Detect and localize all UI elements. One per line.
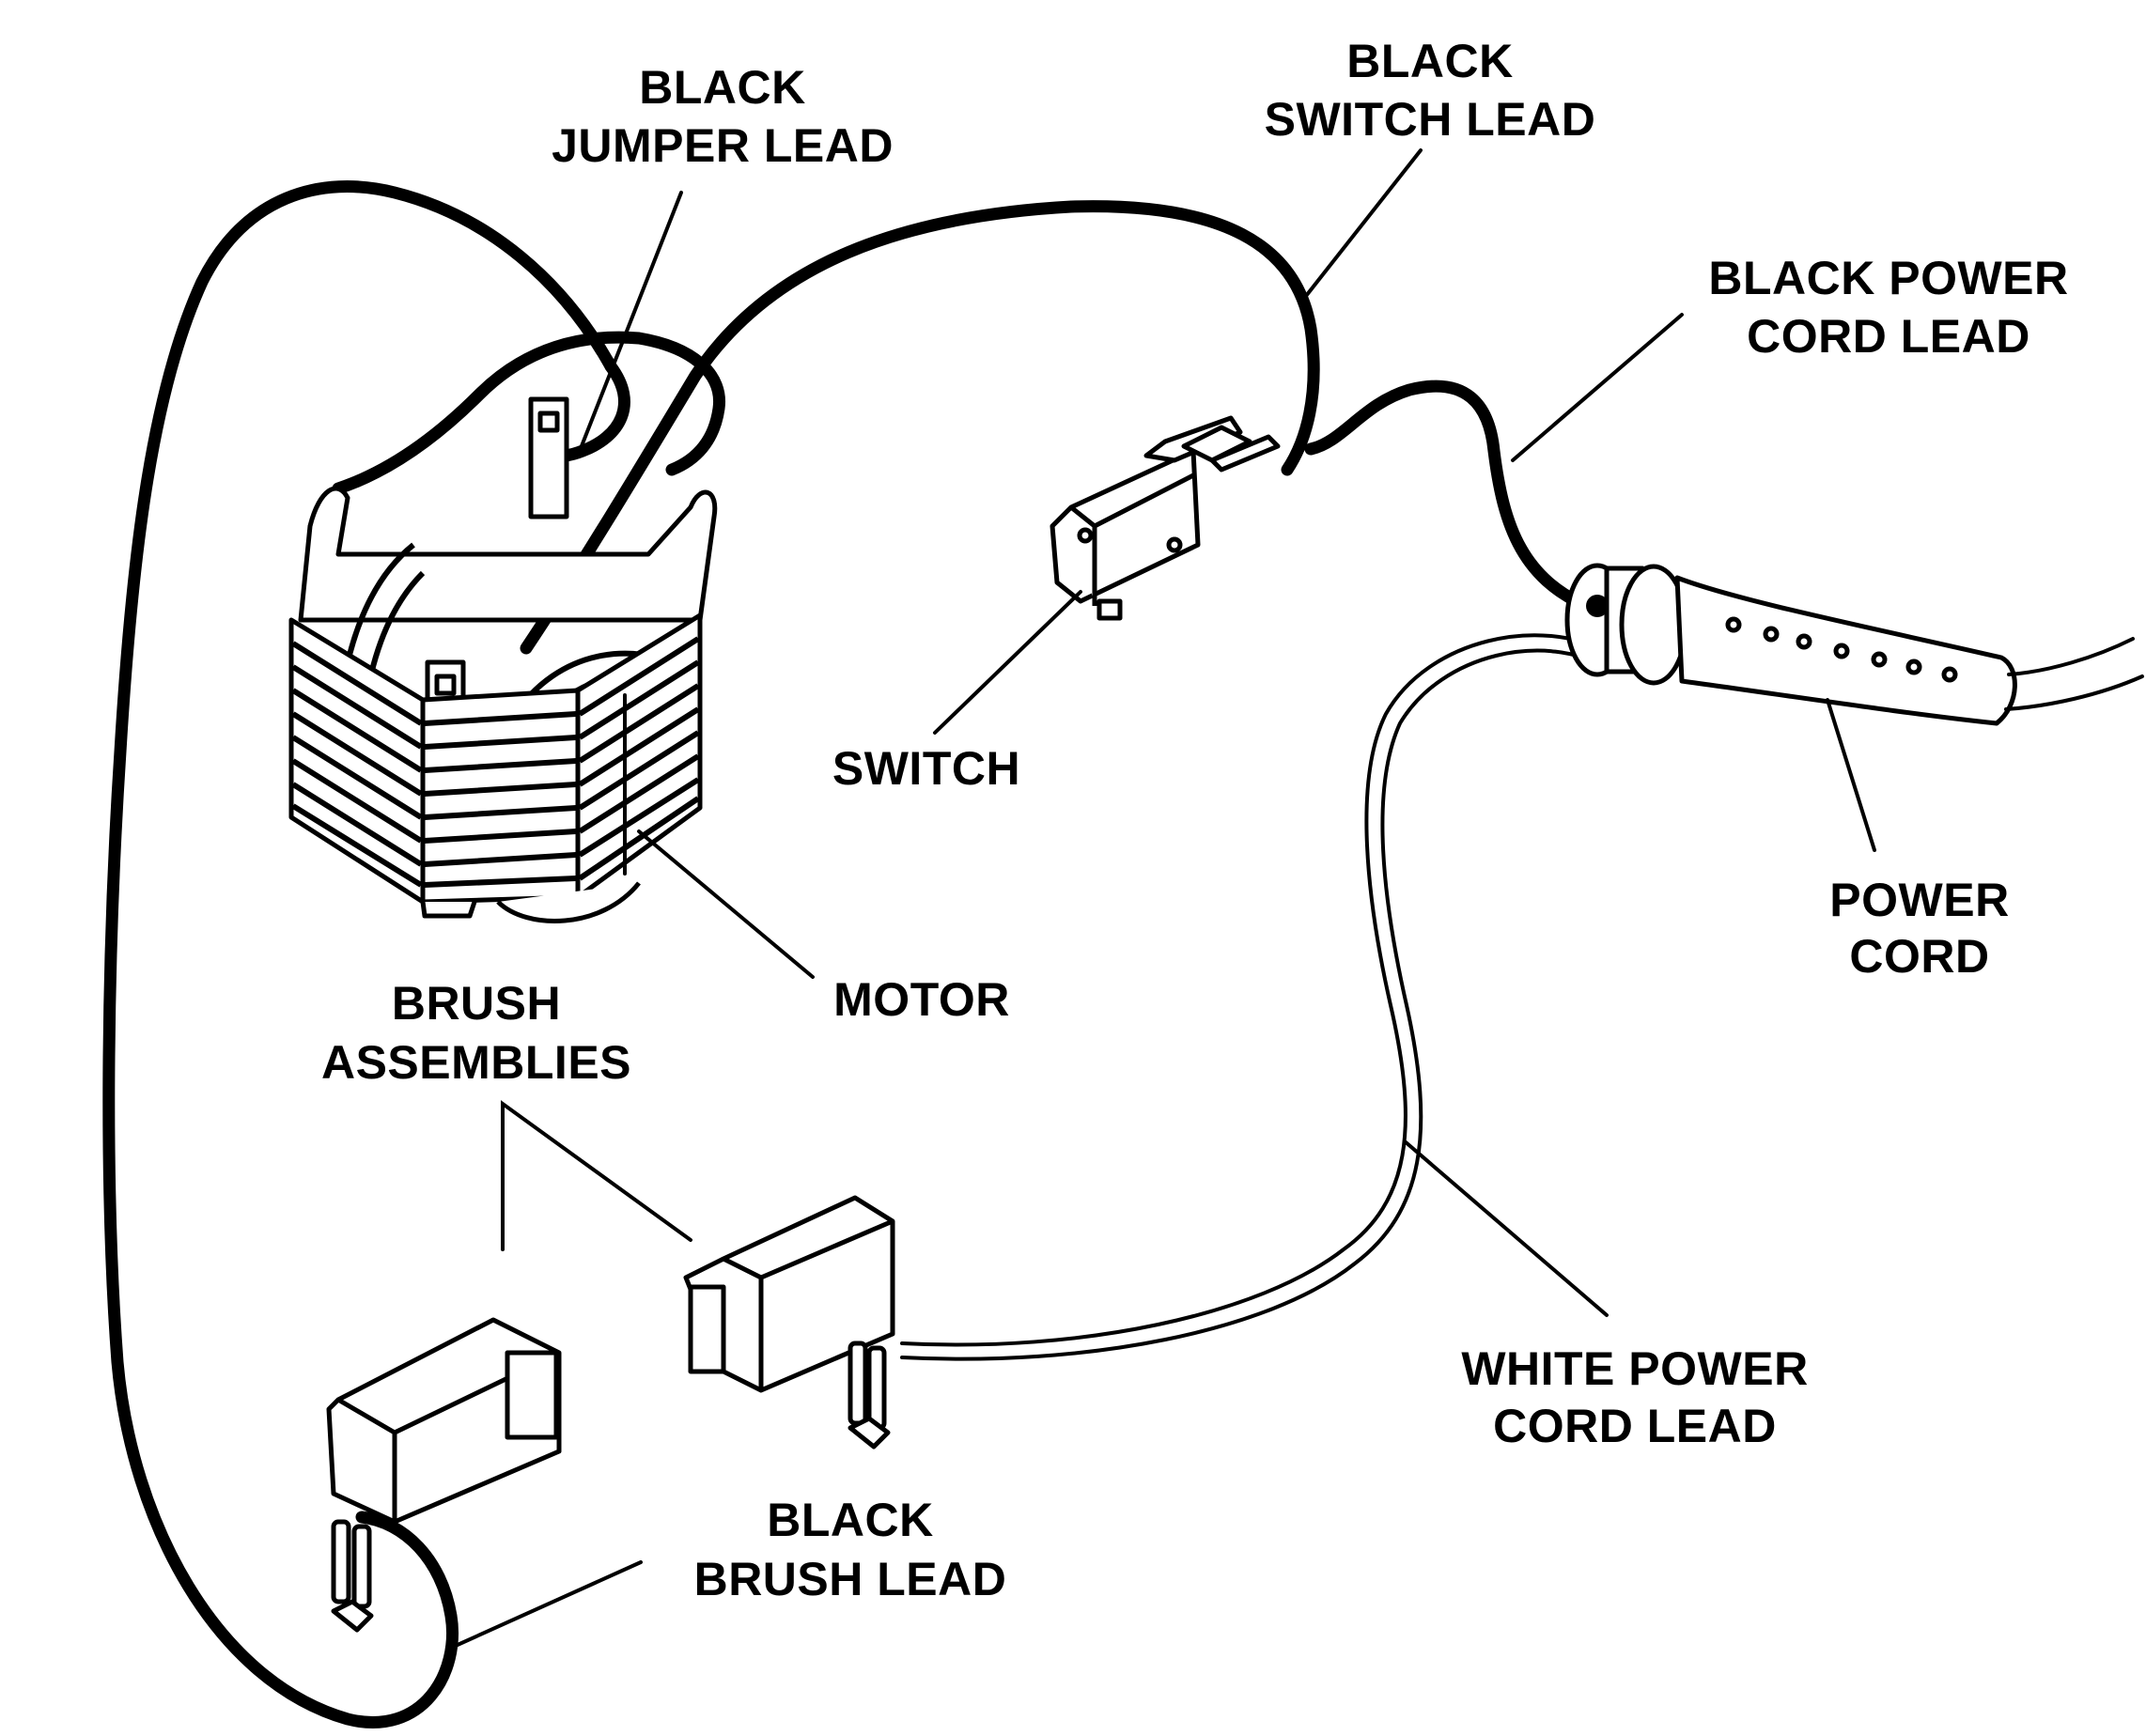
label-line: CORD LEAD [1747,310,2030,363]
black-switch-lead-wire [520,200,1320,655]
switch [1050,415,1281,621]
label-line: SWITCH LEAD [1265,93,1596,146]
stator-laminations [291,636,700,888]
label-brush-assemblies: BRUSH ASSEMBLIES [321,977,631,1089]
brush-assembly-upper [683,1195,895,1449]
black-power-cord-lead-wire [1304,380,1604,617]
label-line: ASSEMBLIES [321,1036,631,1089]
label-black-brush-lead: BLACK BRUSH LEAD [694,1494,1007,1605]
leader-black-switch-lead [1304,148,1423,298]
label-black-switch-lead: BLACK SWITCH LEAD [1265,35,1596,146]
label-power-cord: POWER CORD [1829,874,2009,983]
label-line: BRUSH [392,977,561,1030]
strain-relief-holes [1725,616,1958,683]
label-line: BLACK [639,61,805,114]
label-white-power-cord-lead: WHITE POWER CORD LEAD [1461,1342,1808,1452]
leader-lines [447,148,1876,1651]
label-line: MOTOR [833,973,1010,1026]
leader-power-cord [1826,698,1876,852]
label-motor: MOTOR [833,973,1010,1026]
leader-black-brush-lead [447,1560,643,1651]
black-jumper-lead-wire [102,180,617,1728]
brush-assembly-lower [326,1317,562,1633]
leader-white-power-cord-lead [1403,1139,1609,1317]
white-power-cord-lead-wire [900,633,1610,1361]
label-line: BLACK [1346,35,1513,87]
label-line: POWER [1829,874,2009,926]
label-line: BLACK POWER [1708,252,2068,304]
label-black-jumper-lead: BLACK JUMPER LEAD [552,61,894,172]
label-switch: SWITCH [832,742,1020,795]
leader-motor [637,829,815,979]
label-line: WHITE POWER [1461,1342,1808,1395]
label-line: SWITCH [832,742,1020,795]
label-line: BLACK [767,1494,933,1546]
power-cord [1564,563,2144,726]
leader-black-jumper-lead [576,191,683,457]
label-line: BRUSH LEAD [694,1553,1007,1605]
label-line: JUMPER LEAD [552,119,894,172]
black-jumper-over-motor [332,331,726,495]
leader-black-power-cord-lead [1511,313,1684,462]
leader-switch [933,590,1082,735]
label-line: CORD LEAD [1493,1400,1777,1452]
leader-brush-assemblies [501,1100,692,1251]
motor [288,396,718,923]
label-black-power-cord-lead: BLACK POWER CORD LEAD [1708,252,2068,363]
label-line: CORD [1849,930,1989,983]
